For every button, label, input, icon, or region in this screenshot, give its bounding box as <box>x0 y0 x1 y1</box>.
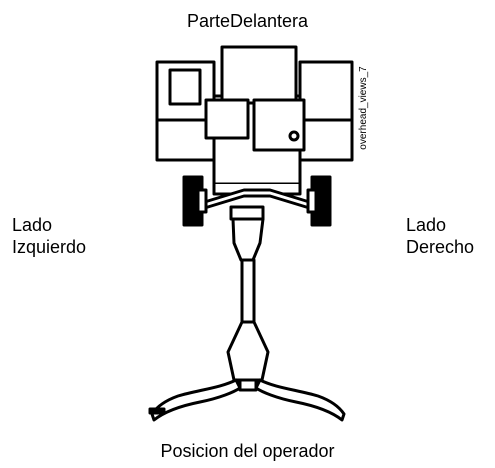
left-cabin-box <box>204 98 250 140</box>
right-handlebar <box>254 378 346 422</box>
left-grip <box>148 407 166 415</box>
right-side-label-line1: Lado <box>406 215 447 235</box>
right-wheel-hub <box>306 188 318 214</box>
engine-cover <box>220 45 298 105</box>
upper-handle-housing <box>231 217 265 262</box>
axle-lower-edge <box>196 194 318 212</box>
lower-handle-housing <box>226 320 270 382</box>
handle-connector <box>229 205 265 221</box>
front-label: ParteDelantera <box>186 11 309 31</box>
fuel-tank <box>252 98 306 152</box>
left-side-label-line1: Lado <box>12 215 53 235</box>
right-fender <box>298 60 354 162</box>
left-handlebar <box>150 378 242 422</box>
operator-position-label: Posicion del operador <box>160 441 335 461</box>
left-control-panel <box>168 68 202 106</box>
right-side-label-line2: Derecho <box>406 237 475 257</box>
left-side-label-line2: Izquierdo <box>12 237 87 257</box>
right-side-label: Lado Derecho <box>406 214 474 258</box>
handle-shaft <box>240 258 256 324</box>
left-side-label: Lado Izquierdo <box>12 214 86 258</box>
fuel-cap <box>288 130 300 142</box>
left-wheel-hub <box>196 188 208 214</box>
handlebar-center <box>238 378 258 392</box>
